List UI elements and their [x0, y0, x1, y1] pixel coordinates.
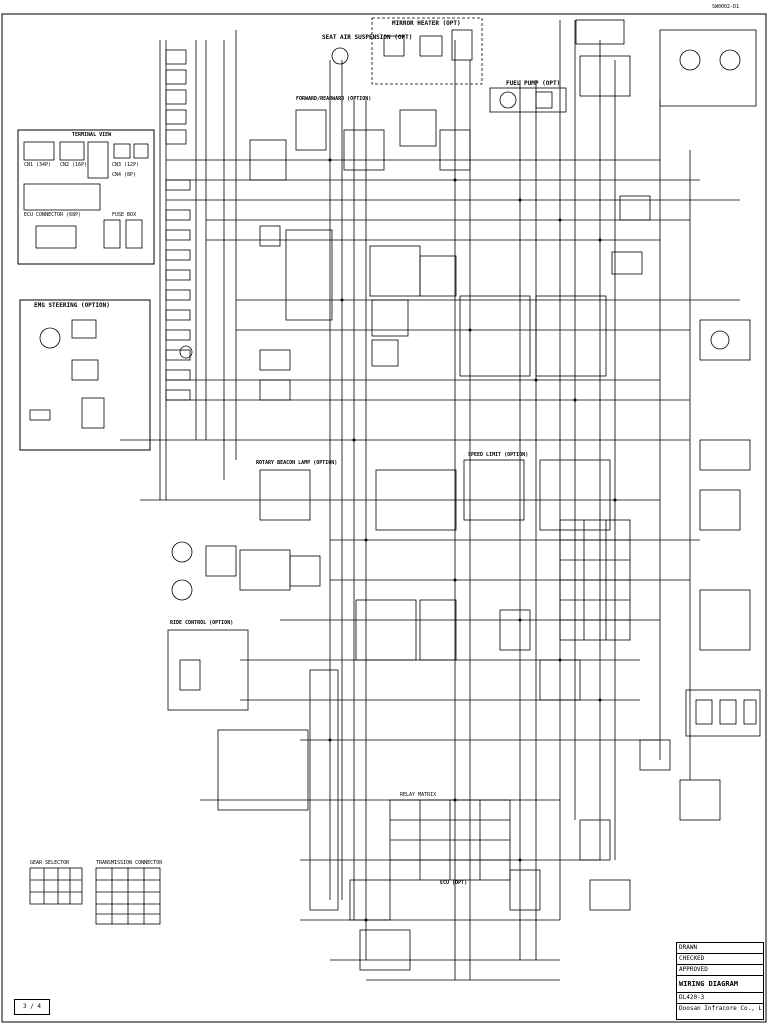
terminal-view-title: TERMINAL VIEW	[72, 132, 112, 138]
title-block: DRAWN CHECKED APPROVED WIRING DIAGRAM DL…	[676, 942, 764, 1020]
connector-label-ecu: ECU CONNECTOR (68P)	[24, 212, 82, 218]
emg-steering-label: EMG STEERING (OPTION)	[34, 302, 110, 309]
title-block-row: APPROVED	[677, 965, 763, 976]
ecu-label: ECU (OPT)	[440, 880, 468, 886]
title-block-row: DRAWN	[677, 943, 763, 954]
fuel-pump-label: FUEL PUMP (OPT)	[506, 80, 561, 87]
title-block-model: DL420-3	[677, 993, 763, 1004]
corner-mark: 3 / 4	[14, 999, 50, 1015]
title-block-row: CHECKED	[677, 954, 763, 965]
relay-matrix-title: RELAY MATRIX	[400, 792, 437, 798]
junction-layer	[328, 158, 617, 922]
sheet-reference: SW0002-D1	[712, 4, 740, 10]
gear-selector-table-title: GEAR SELECTOR	[30, 860, 70, 866]
rotary-beacon-label: ROTARY BEACON LAMP (OPTION)	[256, 460, 338, 466]
ride-control-label: RIDE CONTROL (OPTION)	[170, 620, 234, 626]
transmission-table-title: TRANSMISSION CONNECTOR	[96, 860, 163, 866]
seat-air-suspension-label: SEAT AIR SUSPENSION (OPT)	[322, 34, 413, 41]
connector-label-cn4: CN4 (8P)	[112, 172, 137, 178]
wire-layer	[1, 13, 767, 1023]
speed-limit-label: SPEED LIMIT (OPTION)	[468, 452, 529, 458]
connector-label-cn1: CN1 (34P)	[24, 162, 52, 168]
connector-label-fuse: FUSE BOX	[112, 212, 137, 218]
connector-label-cn3: CN3 (12P)	[112, 162, 140, 168]
connector-label-cn2: CN2 (16P)	[60, 162, 88, 168]
title-block-company: Doosan Infracore Co., Ltd.	[679, 1005, 763, 1012]
title-block-drawing-name: WIRING DIAGRAM	[677, 976, 763, 993]
forward-rearward-label: FORWARD/REARWARD (OPTION)	[296, 96, 372, 102]
mirror-heater-label: MIRROR HEATER (OPT)	[392, 20, 461, 27]
